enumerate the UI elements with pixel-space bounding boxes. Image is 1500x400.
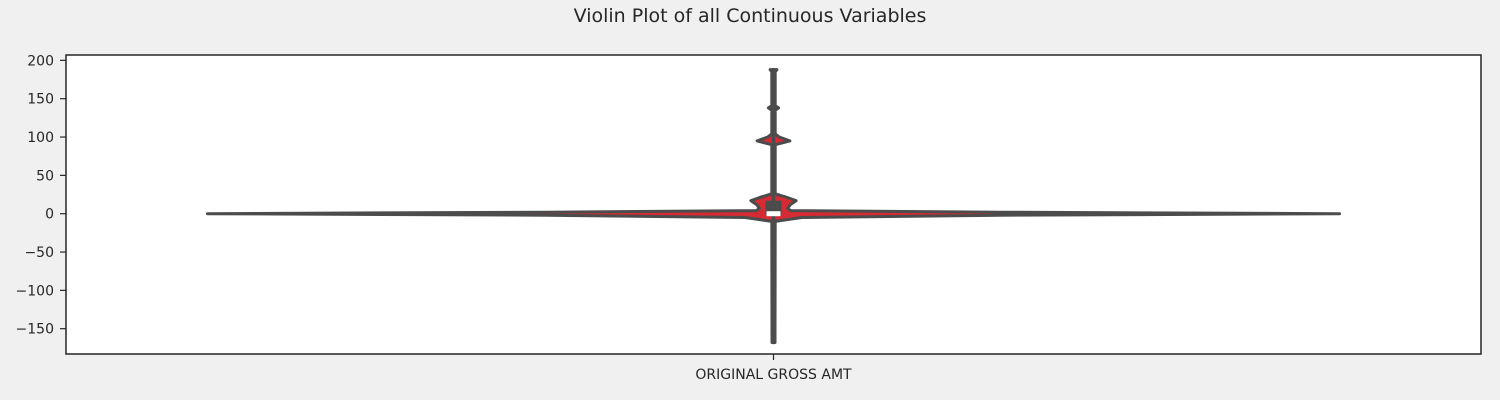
y-tick-label: −100 [16, 283, 54, 299]
y-tick-label: 200 [27, 53, 54, 69]
x-tick-label: ORIGINAL GROSS AMT [695, 367, 852, 383]
y-tick-label: 50 [36, 168, 54, 184]
y-tick-label: −150 [16, 322, 54, 338]
y-tick-label: 0 [45, 207, 54, 223]
x-axis: ORIGINAL GROSS AMT [695, 354, 852, 383]
plot-frame [65, 54, 1482, 355]
violin-layer [206, 67, 1341, 345]
chart-title: Violin Plot of all Continuous Variables [574, 5, 927, 27]
y-tick-label: 150 [27, 92, 54, 108]
y-tick-label: 100 [27, 130, 54, 146]
y-tick-label: −50 [24, 245, 54, 261]
violin-median-marker [766, 211, 781, 217]
y-axis: 200 150 100 50 0 −50 −100 −150 [16, 53, 66, 338]
